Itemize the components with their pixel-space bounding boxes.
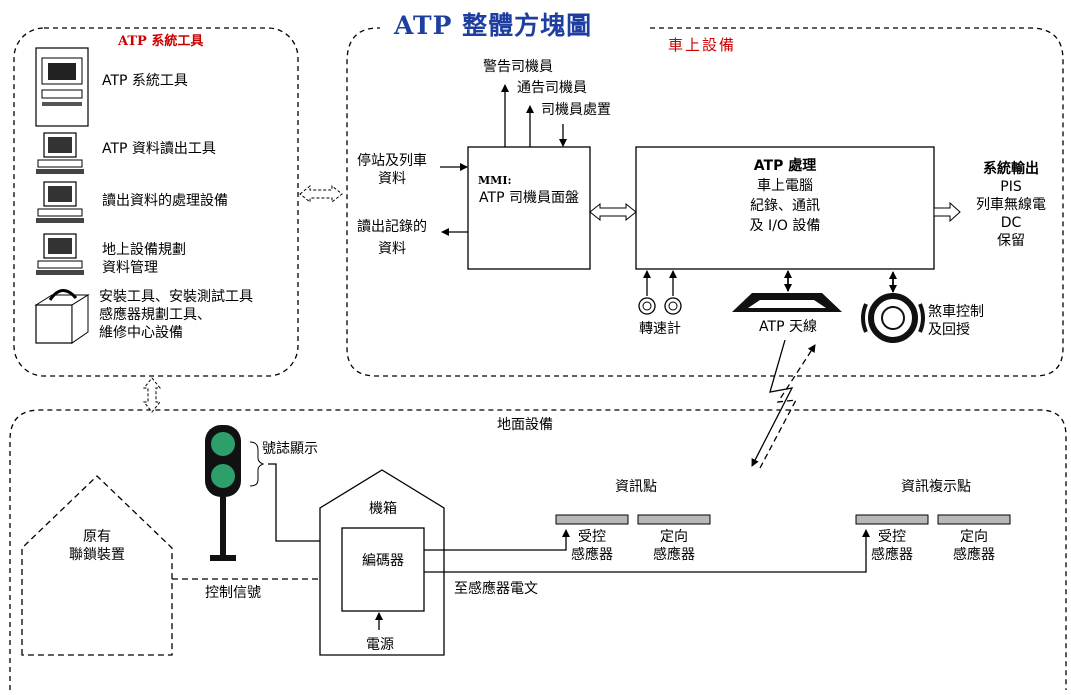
cabinet-label: 機箱	[369, 501, 397, 517]
balise-label: 感應器	[571, 547, 613, 563]
balise-label: 感應器	[953, 547, 995, 563]
interlocking-label: 聯鎖裝置	[69, 547, 125, 563]
radio-link-icon	[751, 339, 816, 469]
tool-label: 地上設備規劃	[102, 242, 186, 258]
mmi-box	[467, 146, 591, 270]
repeat-point-balises	[855, 514, 1011, 525]
tools-ground-link	[142, 377, 162, 413]
tools-onboard-link	[299, 184, 343, 204]
system-output-item: 保留	[997, 233, 1025, 249]
ground-region	[9, 409, 1067, 690]
brake-label: 煞車控制	[928, 304, 984, 320]
tool-label: 資料管理	[102, 260, 158, 276]
atp-processing-line: 及 I/O 設備	[749, 218, 821, 234]
tool-label: 讀出資料的處理設備	[102, 193, 228, 209]
info-point-title: 資訊點	[615, 479, 657, 495]
onboard-heading: 車上設備	[668, 36, 737, 54]
info-point-balises	[555, 514, 711, 525]
balise-label: 受控	[578, 529, 606, 545]
page-title: ATP 整體方塊圖	[388, 6, 599, 42]
brake-label: 及回授	[928, 322, 970, 338]
interlocking-house	[21, 475, 173, 656]
atp-processing-line: 紀錄、通訊	[750, 198, 820, 214]
balise-label: 定向	[660, 529, 688, 545]
system-output-title: 系統輸出	[983, 161, 1039, 177]
repeat-point-title: 資訊複示點	[901, 479, 971, 495]
control-signal-label: 控制信號	[205, 585, 261, 601]
balise-label: 感應器	[653, 547, 695, 563]
atp-processing-line: 車上電腦	[757, 178, 813, 194]
tachometer-icon	[638, 297, 682, 315]
tachometer-label: 轉速計	[639, 321, 681, 337]
balise-label: 受控	[878, 529, 906, 545]
alert-label: 司機員處置	[541, 102, 611, 118]
alert-label: 通告司機員	[517, 80, 587, 96]
onboard-region	[346, 27, 1064, 377]
mmi-label: ATP 司機員面盤	[479, 190, 579, 206]
power-label: 電源	[366, 637, 394, 653]
balise-label: 定向	[960, 529, 988, 545]
alert-label: 警告司機員	[483, 59, 553, 75]
brake-icon	[861, 293, 925, 343]
mmi-atp-link	[589, 202, 637, 222]
tools-region	[13, 27, 299, 377]
ground-heading: 地面設備	[497, 417, 553, 433]
tools-heading: ATP 系統工具	[118, 34, 204, 49]
server-tower-icon	[35, 47, 89, 127]
atp-antenna-icon	[732, 293, 842, 312]
system-output-item: 列車無線電	[976, 197, 1046, 213]
system-output-arrow	[933, 201, 961, 223]
tool-label: ATP 資料讀出工具	[102, 141, 216, 157]
tool-label: 感應器規劃工具、	[99, 307, 211, 323]
computer-icon	[36, 132, 84, 174]
toolbox-icon	[34, 289, 90, 344]
stop-input-label: 資料	[378, 171, 406, 187]
computer-icon	[36, 233, 84, 275]
encoder-box	[341, 527, 425, 612]
interlocking-label: 原有	[83, 529, 111, 545]
signal-display-label: 號誌顯示	[262, 441, 318, 457]
tool-label: 維修中心設備	[99, 325, 183, 341]
atp-processing-title: ATP 處理	[753, 158, 817, 174]
atp-processing-box	[635, 146, 935, 270]
system-output-item: PIS	[1000, 179, 1022, 195]
balise-message-label: 至感應器電文	[454, 581, 538, 597]
record-output-label: 讀出記錄的	[357, 219, 427, 235]
mmi-title: MMI:	[478, 174, 512, 187]
tool-label: 安裝工具、安裝測試工具	[99, 289, 253, 305]
stop-input-label: 停站及列車	[357, 153, 427, 169]
record-output-label: 資料	[378, 241, 406, 257]
computer-icon	[36, 181, 84, 223]
signal-light-icon	[205, 425, 241, 561]
encoder-label: 編碼器	[362, 553, 404, 569]
tool-label: ATP 系統工具	[102, 73, 188, 89]
system-output-item: DC	[1000, 215, 1022, 231]
balise-label: 感應器	[871, 547, 913, 563]
antenna-label: ATP 天線	[759, 319, 817, 335]
